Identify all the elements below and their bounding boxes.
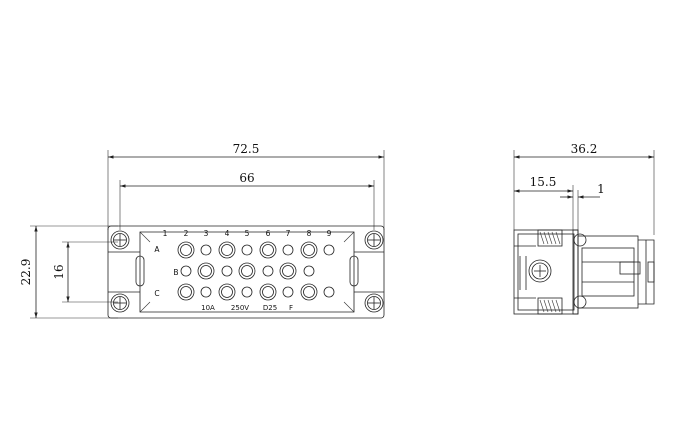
dim-flange: 1 xyxy=(597,182,605,196)
dim-inner-height: 16 xyxy=(52,264,66,279)
right-slot xyxy=(349,255,359,287)
pin-number-5: 5 xyxy=(245,229,250,238)
rear-section xyxy=(577,235,639,309)
rating-current: 10A xyxy=(201,304,215,312)
pin-number-4: 4 xyxy=(225,229,230,238)
bottom-peg xyxy=(573,295,587,309)
pin-number-6: 6 xyxy=(266,229,271,238)
pin-number-9: 9 xyxy=(327,229,332,238)
rating-gender: F xyxy=(289,304,293,312)
side-screw-icon xyxy=(528,259,552,283)
pin-number-2: 2 xyxy=(184,229,189,238)
row-letter-c: C xyxy=(154,289,159,298)
dim-insert-depth: 15.5 xyxy=(530,175,557,189)
connector-body xyxy=(107,225,385,319)
screw-icon xyxy=(110,293,130,313)
top-clip xyxy=(537,229,563,247)
row-c-contacts xyxy=(177,283,335,301)
dim-hole-spacing: 66 xyxy=(239,171,254,185)
row-letter-a: A xyxy=(154,245,160,254)
row-b-contacts xyxy=(180,262,315,280)
pin-number-7: 7 xyxy=(286,229,291,238)
pin-number-3: 3 xyxy=(204,229,209,238)
rating-type: D25 xyxy=(263,304,277,312)
pin-number-8: 8 xyxy=(307,229,312,238)
row-a-contacts xyxy=(177,241,335,259)
rating-voltage: 250V xyxy=(231,304,249,312)
top-peg xyxy=(573,233,587,247)
pin-number-1: 1 xyxy=(163,229,168,238)
screw-icon xyxy=(364,230,384,250)
screw-icon xyxy=(110,230,130,250)
dim-overall-width: 72.5 xyxy=(233,142,260,156)
side-body xyxy=(513,229,579,315)
left-slot xyxy=(135,255,145,287)
front-view: 72.5 66 22.9 16 xyxy=(19,142,385,319)
bottom-clip xyxy=(537,297,563,315)
screw-icon xyxy=(364,293,384,313)
dim-total-length: 36.2 xyxy=(571,142,598,156)
row-letter-b: B xyxy=(173,268,178,277)
dim-overall-height: 22.9 xyxy=(19,259,33,286)
side-view: 36.2 15.5 1 xyxy=(513,142,655,315)
